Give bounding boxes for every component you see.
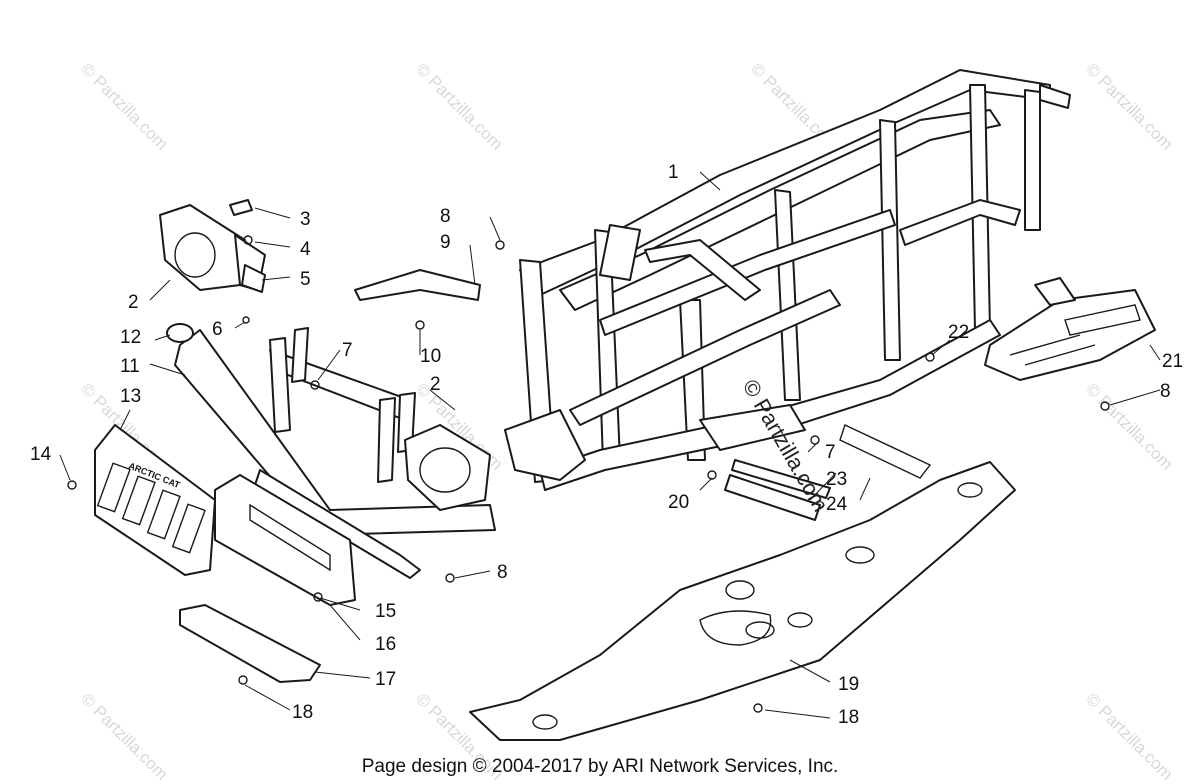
headlight-hardware bbox=[166, 199, 266, 343]
callout-1: 1 bbox=[668, 162, 679, 183]
callout-8-right: 8 bbox=[1160, 381, 1171, 402]
front-bracket bbox=[354, 269, 481, 301]
callout-5: 5 bbox=[300, 269, 311, 290]
callout-16: 16 bbox=[375, 634, 396, 655]
front-skid-plate bbox=[179, 604, 321, 683]
callout-20: 20 bbox=[668, 492, 689, 513]
callout-13: 13 bbox=[120, 386, 141, 407]
bolts bbox=[67, 240, 1110, 713]
callout-labels: 1 2 2 3 4 5 6 7 7 8 8 8 9 10 11 12 13 14… bbox=[30, 162, 1183, 728]
callout-7-right: 7 bbox=[825, 442, 836, 463]
callout-9: 9 bbox=[440, 232, 451, 253]
front-bumper bbox=[174, 327, 496, 579]
callout-3: 3 bbox=[300, 209, 311, 230]
page-footer: Page design © 2004-2017 by ARI Network S… bbox=[361, 756, 839, 777]
watermark-top-left: © Partzilla.com bbox=[77, 59, 171, 153]
callout-18-left: 18 bbox=[292, 702, 313, 723]
callout-21: 21 bbox=[1162, 351, 1183, 372]
headlight-right bbox=[404, 424, 491, 511]
skid-strips bbox=[724, 424, 932, 521]
callout-6: 6 bbox=[212, 319, 223, 340]
callout-22: 22 bbox=[948, 322, 969, 343]
callout-15: 15 bbox=[375, 601, 396, 622]
callout-23: 23 bbox=[826, 469, 847, 490]
callout-11: 11 bbox=[120, 356, 140, 377]
callout-12: 12 bbox=[120, 327, 141, 348]
callout-14: 14 bbox=[30, 444, 52, 465]
leader-lines bbox=[59, 171, 1161, 719]
center-grille bbox=[214, 474, 356, 606]
callout-19: 19 bbox=[838, 674, 859, 695]
callout-8-top: 8 bbox=[440, 206, 451, 227]
callout-17: 17 bbox=[375, 669, 396, 690]
skid-plate bbox=[469, 461, 1016, 741]
callout-7-left: 7 bbox=[342, 340, 353, 361]
footrest bbox=[984, 277, 1156, 381]
callout-24: 24 bbox=[826, 494, 848, 515]
main-frame bbox=[504, 69, 1071, 491]
callout-4: 4 bbox=[300, 239, 311, 260]
callout-2-left: 2 bbox=[128, 292, 139, 313]
watermark-top-far-right: © Partzilla.com bbox=[1082, 59, 1176, 153]
watermark-top-center: © Partzilla.com bbox=[412, 59, 506, 153]
callout-8-bottom: 8 bbox=[497, 562, 508, 583]
callout-2-right: 2 bbox=[430, 374, 441, 395]
callout-10: 10 bbox=[420, 346, 441, 367]
callout-18-right: 18 bbox=[838, 707, 859, 728]
